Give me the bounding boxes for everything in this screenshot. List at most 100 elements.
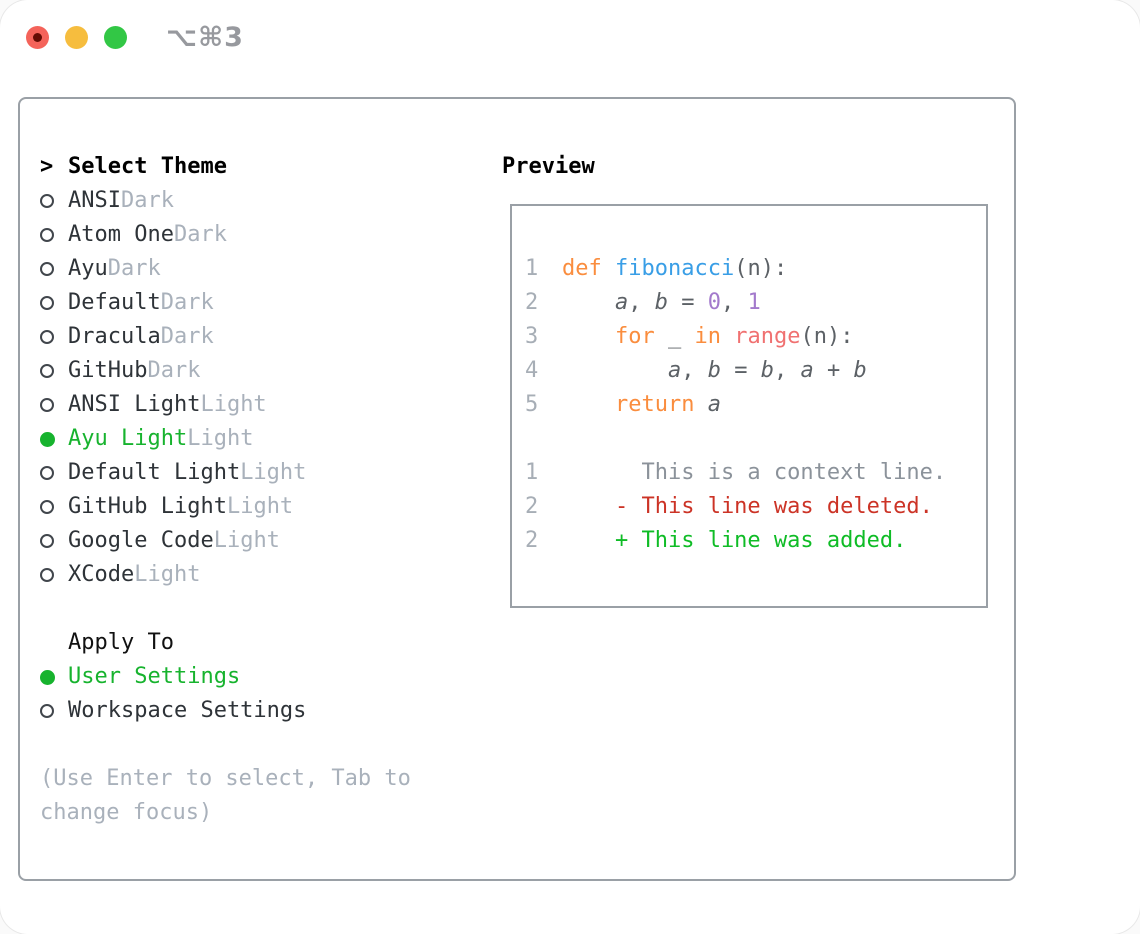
- code-line: 3 for _ in range(n):: [525, 320, 986, 354]
- theme-item-label: Default Light: [68, 460, 241, 485]
- radio-icon: [40, 330, 54, 344]
- token-plain: _: [654, 324, 695, 349]
- theme-item[interactable]: ANSI Dark: [40, 184, 480, 218]
- theme-item[interactable]: Default Light Light: [40, 456, 480, 490]
- theme-item[interactable]: XCode Light: [40, 558, 480, 592]
- theme-item[interactable]: Google Code Light: [40, 524, 480, 558]
- radio-selected-icon: [40, 431, 55, 447]
- token-number: 0: [707, 290, 721, 315]
- token-plain: (n):: [800, 324, 854, 349]
- apply-to-option-label: Workspace Settings: [68, 698, 307, 723]
- theme-variant-label: Light: [226, 494, 294, 519]
- token-plain: [562, 392, 615, 417]
- apply-to-heading: Apply To: [40, 626, 480, 660]
- line-number: 2: [525, 528, 539, 553]
- theme-variant-label: Light: [213, 528, 280, 553]
- theme-variant-label: Dark: [107, 256, 161, 281]
- theme-variant-label: Dark: [120, 188, 174, 213]
- theme-variant-label: Dark: [147, 358, 201, 383]
- token-plain: ,: [681, 358, 708, 383]
- spacer: [525, 422, 986, 456]
- token-variable: a: [667, 358, 682, 383]
- token-plain: ,: [720, 290, 748, 315]
- token-plain: =: [720, 358, 761, 383]
- theme-variant-label: Light: [240, 460, 307, 485]
- line-number: 1: [525, 256, 539, 281]
- token-plain: [562, 358, 668, 383]
- radio-icon: [40, 704, 54, 718]
- line-number: 2: [525, 290, 539, 315]
- radio-icon: [40, 534, 54, 548]
- theme-item[interactable]: Atom One Dark: [40, 218, 480, 252]
- theme-item-label: XCode: [68, 562, 135, 587]
- token-keyword: for: [614, 324, 655, 349]
- theme-item-label: Ayu: [68, 256, 108, 281]
- radio-icon: [40, 500, 54, 514]
- token-plain: [562, 324, 615, 349]
- diff-line-added: 2 + This line was added.: [525, 524, 986, 558]
- token-variable: a: [707, 392, 721, 417]
- theme-variant-label: Dark: [160, 290, 214, 315]
- apply-to-option[interactable]: User Settings: [40, 660, 480, 694]
- token-keyword: return: [614, 392, 695, 417]
- theme-item[interactable]: Dracula Dark: [40, 320, 480, 354]
- select-theme-title: Select Theme: [68, 154, 227, 179]
- diff-line-deleted: 2 - This line was deleted.: [525, 490, 986, 524]
- unsaved-dot-icon: [33, 33, 42, 42]
- hint-text: (Use Enter to select, Tab to change focu…: [40, 766, 411, 825]
- theme-variant-label: Light: [187, 426, 254, 451]
- line-number: 1: [525, 460, 539, 485]
- code-text: return a: [562, 388, 721, 422]
- theme-item-label: Atom One: [68, 222, 174, 247]
- radio-icon: [40, 398, 54, 412]
- theme-item[interactable]: Ayu Light Light: [40, 422, 480, 456]
- close-button[interactable]: [26, 26, 49, 49]
- theme-item[interactable]: Ayu Dark: [40, 252, 480, 286]
- maximize-button[interactable]: [104, 26, 127, 49]
- window-title: ⌥⌘3: [166, 22, 244, 53]
- radio-icon: [40, 568, 54, 582]
- token-number: 1: [747, 290, 761, 315]
- line-number: 5: [525, 392, 539, 417]
- diff-text: This is a context line.: [562, 460, 947, 485]
- token-variable: b: [654, 290, 668, 315]
- theme-item-label: Google Code: [68, 528, 214, 553]
- select-theme-heading: > Select Theme: [40, 150, 480, 184]
- spacer: [40, 728, 480, 762]
- token-builtin: range: [734, 324, 801, 349]
- theme-item[interactable]: Default Dark: [40, 286, 480, 320]
- theme-variant-label: Light: [200, 392, 267, 417]
- minimize-button[interactable]: [65, 26, 88, 49]
- code-text: a, b = b, a + b: [562, 354, 867, 388]
- theme-item-label: Dracula: [68, 324, 161, 349]
- token-variable: a: [614, 290, 629, 315]
- theme-variant-label: Dark: [160, 324, 214, 349]
- token-plain: ,: [773, 358, 801, 383]
- spacer: [40, 592, 480, 626]
- theme-variant-label: Dark: [173, 222, 227, 247]
- preview-heading: Preview: [502, 154, 595, 179]
- code-text: a, b = 0, 1: [562, 286, 761, 320]
- token-function: fibonacci: [615, 256, 735, 281]
- theme-item-label: GitHub: [68, 358, 148, 383]
- diff-text: - This line was deleted.: [562, 494, 933, 519]
- theme-item-label: ANSI: [68, 188, 121, 213]
- theme-item[interactable]: ANSI Light Light: [40, 388, 480, 422]
- diff-text: + This line was added.: [562, 528, 907, 553]
- theme-item-label: GitHub Light: [68, 494, 227, 519]
- radio-icon: [40, 466, 54, 480]
- code-line: 2 a, b = 0, 1: [525, 286, 986, 320]
- theme-item[interactable]: GitHub Light Light: [40, 490, 480, 524]
- apply-to-option[interactable]: Workspace Settings: [40, 694, 480, 728]
- token-plain: =: [667, 290, 708, 315]
- line-number: 4: [525, 358, 539, 383]
- token-plain: [602, 256, 615, 281]
- theme-variant-label: Light: [134, 562, 201, 587]
- theme-item[interactable]: GitHub Dark: [40, 354, 480, 388]
